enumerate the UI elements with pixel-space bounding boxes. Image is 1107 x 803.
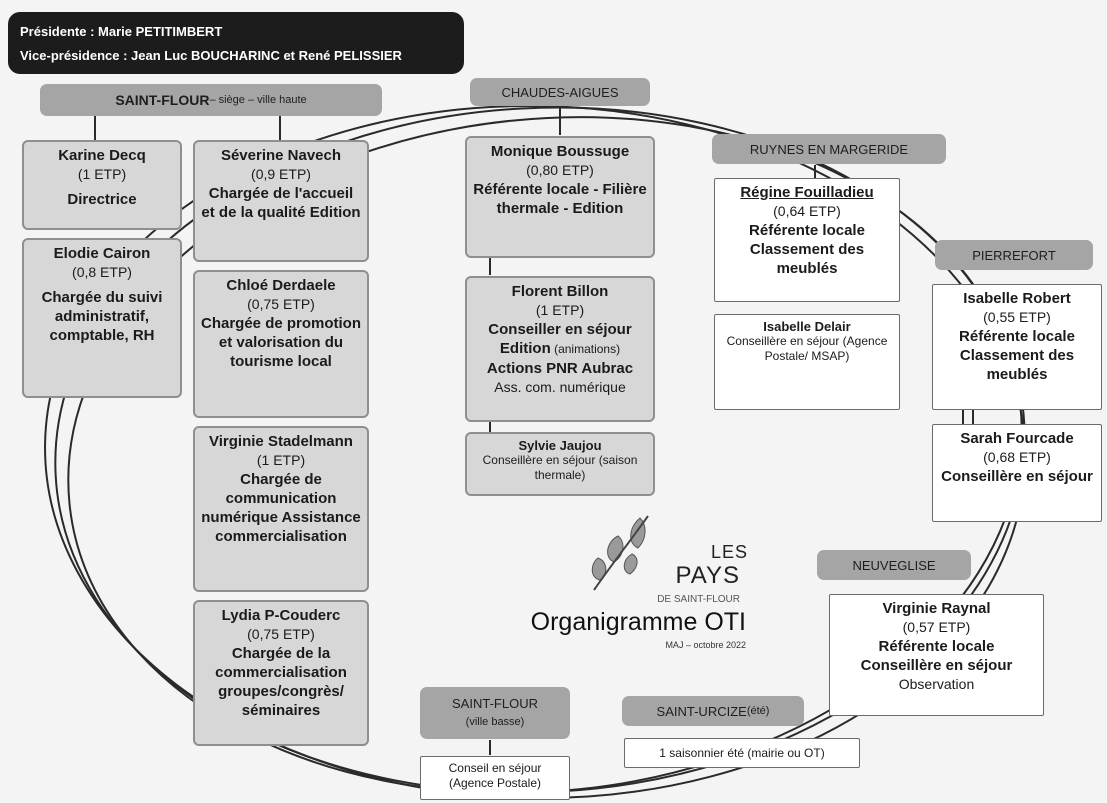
- staff-etp: (1 ETP): [256, 452, 306, 468]
- staff-etp: (0,57 ETP): [902, 619, 971, 635]
- staff-role-1: Référente locale: [878, 638, 995, 655]
- staff-role-1: Conseiller en séjour: [488, 321, 632, 338]
- tag-ruynes-en-margeride: RUYNES EN MARGERIDE: [712, 134, 946, 164]
- logo-de-saint-flour: DE SAINT-FLOUR: [657, 594, 740, 605]
- staff-role-2: Conseillère en séjour: [860, 657, 1013, 674]
- logo-pays: PAYS: [675, 562, 740, 589]
- staff-etp: (0,68 ETP): [983, 449, 1051, 465]
- staff-role: Conseillère en séjour (saison thermale): [482, 453, 638, 482]
- staff-name: Isabelle Delair: [763, 319, 851, 334]
- staff-etp: (0,75 ETP): [247, 626, 315, 642]
- staff-name: Florent Billon: [511, 283, 609, 300]
- staff-role: Chargée de l'accueil et de la qualité Ed…: [201, 185, 361, 221]
- card-regine-fouilladieu: Régine Fouilladieu (0,64 ETP) Référente …: [714, 178, 900, 302]
- presidente-text: Présidente : Marie PETITIMBERT: [20, 24, 223, 39]
- card-sylvie-jaujou: Sylvie Jaujou Conseillère en séjour (sai…: [465, 432, 655, 496]
- staff-name: Karine Decq: [58, 147, 146, 164]
- staff-role: Chargée de promotion et valorisation du …: [201, 315, 362, 370]
- staff-role-2: Edition (animations): [473, 339, 647, 359]
- tag-pierrefort: PIERREFORT: [935, 240, 1093, 270]
- tag-saint-flour-haute: SAINT-FLOUR – siège – ville haute: [40, 84, 382, 116]
- presidency-box: Présidente : Marie PETITIMBERT Vice-prés…: [8, 12, 464, 74]
- note-conseil-sejour: Conseil en séjour (Agence Postale): [420, 756, 570, 800]
- staff-role: Référente locale Classement des meublés: [959, 328, 1075, 383]
- staff-role: Chargée du suivi administratif, comptabl…: [41, 289, 163, 344]
- staff-etp: (1 ETP): [535, 302, 585, 318]
- card-sarah-fourcade: Sarah Fourcade (0,68 ETP) Conseillère en…: [932, 424, 1102, 522]
- card-isabelle-robert: Isabelle Robert (0,55 ETP) Référente loc…: [932, 284, 1102, 410]
- staff-role: Chargée de la commercialisation groupes/…: [215, 645, 347, 719]
- staff-role-3: Actions PNR Aubrac: [486, 360, 634, 377]
- staff-etp: (0,9 ETP): [251, 166, 311, 182]
- staff-role-4: Ass. com. numérique: [494, 379, 626, 395]
- staff-etp: (0,75 ETP): [247, 296, 315, 312]
- tag-saint-urcize: SAINT-URCIZE (été): [622, 696, 804, 726]
- staff-name: Sylvie Jaujou: [518, 438, 602, 453]
- vice-presidence-text: Vice-présidence : Jean Luc BOUCHARINC et…: [20, 48, 402, 63]
- tag-chaudes-aigues: CHAUDES-AIGUES: [470, 78, 650, 106]
- staff-name: Virginie Stadelmann: [209, 433, 353, 450]
- staff-role: Conseillère en séjour: [941, 468, 1093, 485]
- staff-etp: (0,64 ETP): [773, 203, 841, 219]
- saint-urcize-label: SAINT-URCIZE: [656, 703, 747, 719]
- staff-role-2-note: (animations): [550, 342, 621, 356]
- staff-name: Elodie Cairon: [53, 245, 151, 262]
- card-karine-decq: Karine Decq (1 ETP) Directrice: [22, 140, 182, 230]
- saint-urcize-sub: (été): [746, 705, 770, 717]
- staff-etp: (0,8 ETP): [72, 264, 132, 280]
- card-isabelle-delair: Isabelle Delair Conseillère en séjour (A…: [714, 314, 900, 410]
- card-florent-billon: Florent Billon (1 ETP) Conseiller en séj…: [465, 276, 655, 422]
- card-chloe-derdaele: Chloé Derdaele (0,75 ETP) Chargée de pro…: [193, 270, 369, 418]
- logo-maj: MAJ – octobre 2022: [665, 640, 746, 650]
- staff-name: Régine Fouilladieu: [740, 184, 874, 201]
- staff-name: Monique Boussuge: [490, 143, 630, 160]
- card-virginie-stadelmann: Virginie Stadelmann (1 ETP) Chargée de c…: [193, 426, 369, 592]
- staff-role: Référente locale Classement des meublés: [749, 222, 865, 277]
- staff-role-3: Observation: [898, 676, 975, 692]
- card-severine-navech: Séverine Navech (0,9 ETP) Chargée de l'a…: [193, 140, 369, 262]
- staff-role: Chargée de communication numérique Assis…: [201, 471, 361, 545]
- staff-name: Chloé Derdaele: [226, 277, 336, 294]
- card-elodie-cairon: Elodie Cairon (0,8 ETP) Chargée du suivi…: [22, 238, 182, 398]
- logo-title: Organigramme OTI: [530, 608, 746, 636]
- staff-role: Directrice: [67, 191, 137, 208]
- staff-role-2-main: Edition: [499, 340, 551, 357]
- logo-block: LES PAYS DE SAINT-FLOUR Organigramme OTI…: [510, 510, 750, 660]
- tag-saint-flour-basse: SAINT-FLOUR (ville basse): [420, 687, 570, 739]
- staff-name: Virginie Raynal: [882, 600, 991, 617]
- staff-role: Référente locale - Filière thermale - Ed…: [473, 181, 647, 217]
- saint-flour-basse-sub: (ville basse): [465, 716, 525, 728]
- staff-name: Sarah Fourcade: [960, 430, 1074, 447]
- note-saisonnier: 1 saisonnier été (mairie ou OT): [624, 738, 860, 768]
- card-monique-boussuge: Monique Boussuge (0,80 ETP) Référente lo…: [465, 136, 655, 258]
- card-lydia-p-couderc: Lydia P-Couderc (0,75 ETP) Chargée de la…: [193, 600, 369, 746]
- saint-flour-basse-label: SAINT-FLOUR: [452, 696, 538, 711]
- staff-etp: (0,55 ETP): [983, 309, 1051, 325]
- card-virginie-raynal: Virginie Raynal (0,57 ETP) Référente loc…: [829, 594, 1044, 716]
- staff-name: Séverine Navech: [220, 147, 342, 164]
- staff-name: Lydia P-Couderc: [221, 607, 341, 624]
- staff-name: Isabelle Robert: [963, 290, 1071, 307]
- saint-flour-haute-label: SAINT-FLOUR: [115, 92, 210, 108]
- leaf-logo-icon: [591, 515, 649, 591]
- staff-etp: (1 ETP): [77, 166, 127, 182]
- tag-neuveglise: NEUVEGLISE: [817, 550, 971, 580]
- saint-flour-haute-sub: – siège – ville haute: [209, 94, 307, 106]
- staff-etp: (0,80 ETP): [526, 162, 594, 178]
- logo-les: LES: [710, 542, 748, 562]
- staff-role: Conseillère en séjour (Agence Postale/ M…: [726, 334, 888, 363]
